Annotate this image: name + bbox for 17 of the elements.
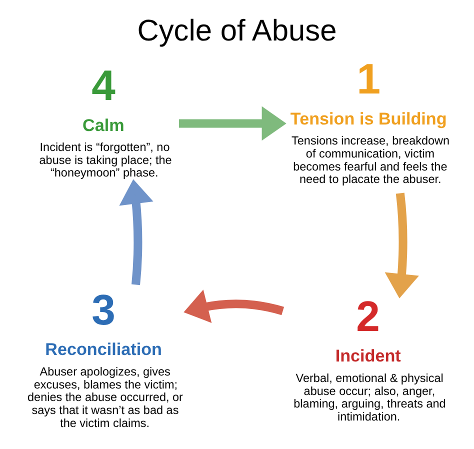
node-label: Incident	[335, 346, 401, 366]
node-text: 1	[356, 56, 380, 104]
node-label: Incident is “forgotten”, no abuse is taking place; the “honeymoon” phase.	[39, 141, 172, 180]
arrow	[119, 179, 154, 286]
arrow	[184, 290, 284, 323]
node-text: 3	[92, 286, 116, 334]
node-text: 4	[92, 62, 116, 110]
node-label: Abuser apologizes, gives excuses, blames the victim; denies the abuse occurred, or says that it wasn’t as bad as the victim claims.	[28, 366, 183, 430]
node-text: 2	[356, 292, 380, 341]
diagram-title: Cycle of Abuse	[137, 14, 337, 48]
arrow	[178, 106, 286, 141]
node-label: Tensions increase, breakdown of communication, victim becomes fearful and feels the need to placate the abuser.	[292, 134, 450, 186]
node-label: Calm	[82, 116, 124, 135]
node-label: Reconciliation	[45, 340, 162, 360]
node-label: Tension is Building	[290, 109, 447, 128]
arrow	[384, 192, 419, 298]
node-label: Verbal, emotional & physical abuse occur; also, anger, blaming, arguing, threats and intimidation.	[294, 372, 446, 424]
